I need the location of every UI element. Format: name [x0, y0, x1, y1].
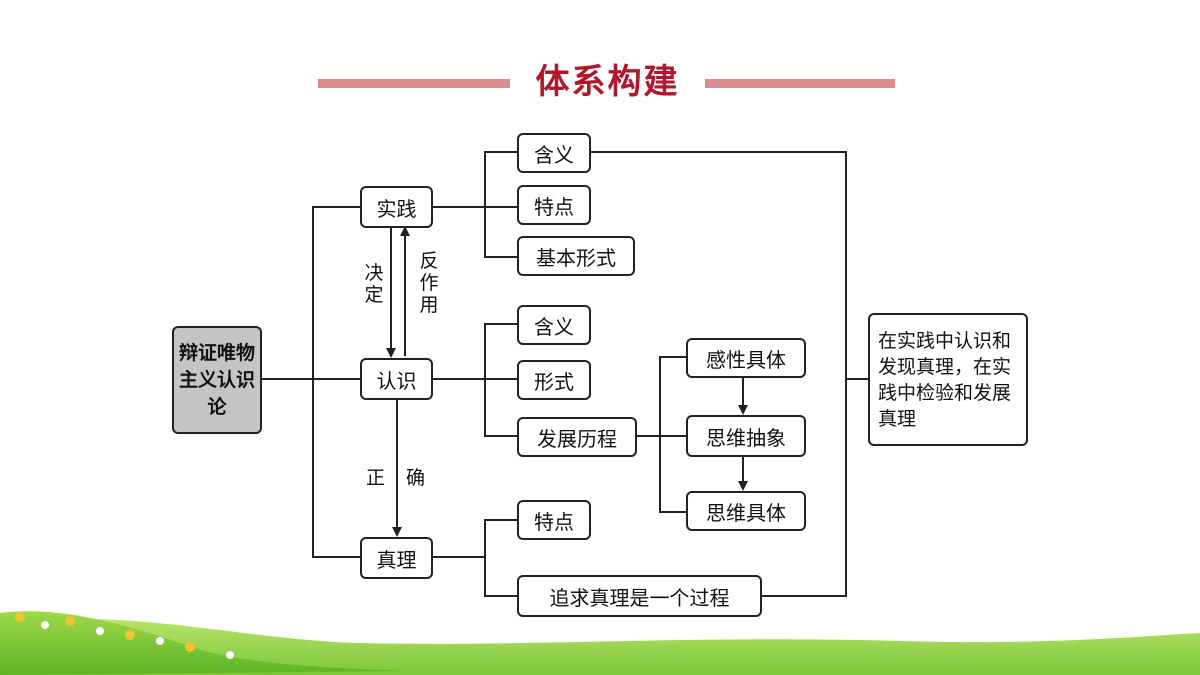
cognition-forms-label: 形式 — [534, 369, 574, 394]
stage-perceptual-concrete-label: 感性具体 — [706, 347, 786, 372]
node-practice: 实践 — [360, 186, 433, 228]
cognition-meaning: 含义 — [517, 305, 591, 345]
practice-meaning-label: 含义 — [534, 142, 574, 167]
node-truth: 真理 — [360, 537, 433, 579]
label-determines: 决定 — [364, 262, 384, 306]
page-title: 体系构建 — [535, 62, 680, 102]
label-reacts: 反作用 — [419, 250, 439, 316]
stage-abstract-thinking: 思维抽象 — [686, 415, 806, 457]
practice-features-label: 特点 — [534, 194, 574, 219]
edge-spine-left — [312, 206, 360, 558]
node-cognition-label: 认识 — [376, 368, 417, 393]
truth-features: 特点 — [517, 500, 591, 540]
truth-process-label: 追求真理是一个过程 — [549, 585, 730, 610]
truth-features-label: 特点 — [534, 509, 574, 534]
node-truth-label: 真理 — [376, 547, 417, 572]
title-bar-left — [318, 79, 510, 88]
grass-hill-decoration — [0, 611, 1200, 675]
practice-basic-forms-label: 基本形式 — [536, 245, 616, 270]
truth-process: 追求真理是一个过程 — [517, 575, 762, 617]
practice-features: 特点 — [517, 185, 591, 225]
title-bar-right — [705, 79, 895, 88]
cognition-development: 发展历程 — [517, 417, 637, 457]
title-banner: 体系构建 — [0, 52, 1200, 112]
summary-text: 在实践中认识和发现真理，在实践中检验和发展真理 — [878, 329, 1012, 430]
root-node: 辩证唯物主义认识论 — [172, 326, 262, 434]
node-practice-label: 实践 — [376, 196, 417, 221]
stage-concrete-thinking-label: 思维具体 — [706, 500, 786, 525]
label-correct-left: 正 — [366, 467, 386, 489]
practice-basic-forms: 基本形式 — [517, 236, 635, 276]
stage-perceptual-concrete: 感性具体 — [686, 338, 806, 378]
summary-box: 在实践中认识和发现真理，在实践中检验和发展真理 — [868, 313, 1028, 446]
label-correct-right: 确 — [406, 467, 426, 489]
practice-meaning: 含义 — [517, 133, 591, 173]
flower-icons — [15, 612, 234, 659]
root-node-label: 辩证唯物主义认识论 — [178, 341, 255, 418]
node-cognition: 认识 — [360, 358, 433, 400]
cognition-meaning-label: 含义 — [534, 314, 574, 339]
stage-concrete-thinking: 思维具体 — [686, 491, 806, 531]
cognition-development-label: 发展历程 — [537, 426, 617, 451]
cognition-forms: 形式 — [517, 360, 591, 400]
stage-abstract-thinking-label: 思维抽象 — [706, 425, 786, 450]
